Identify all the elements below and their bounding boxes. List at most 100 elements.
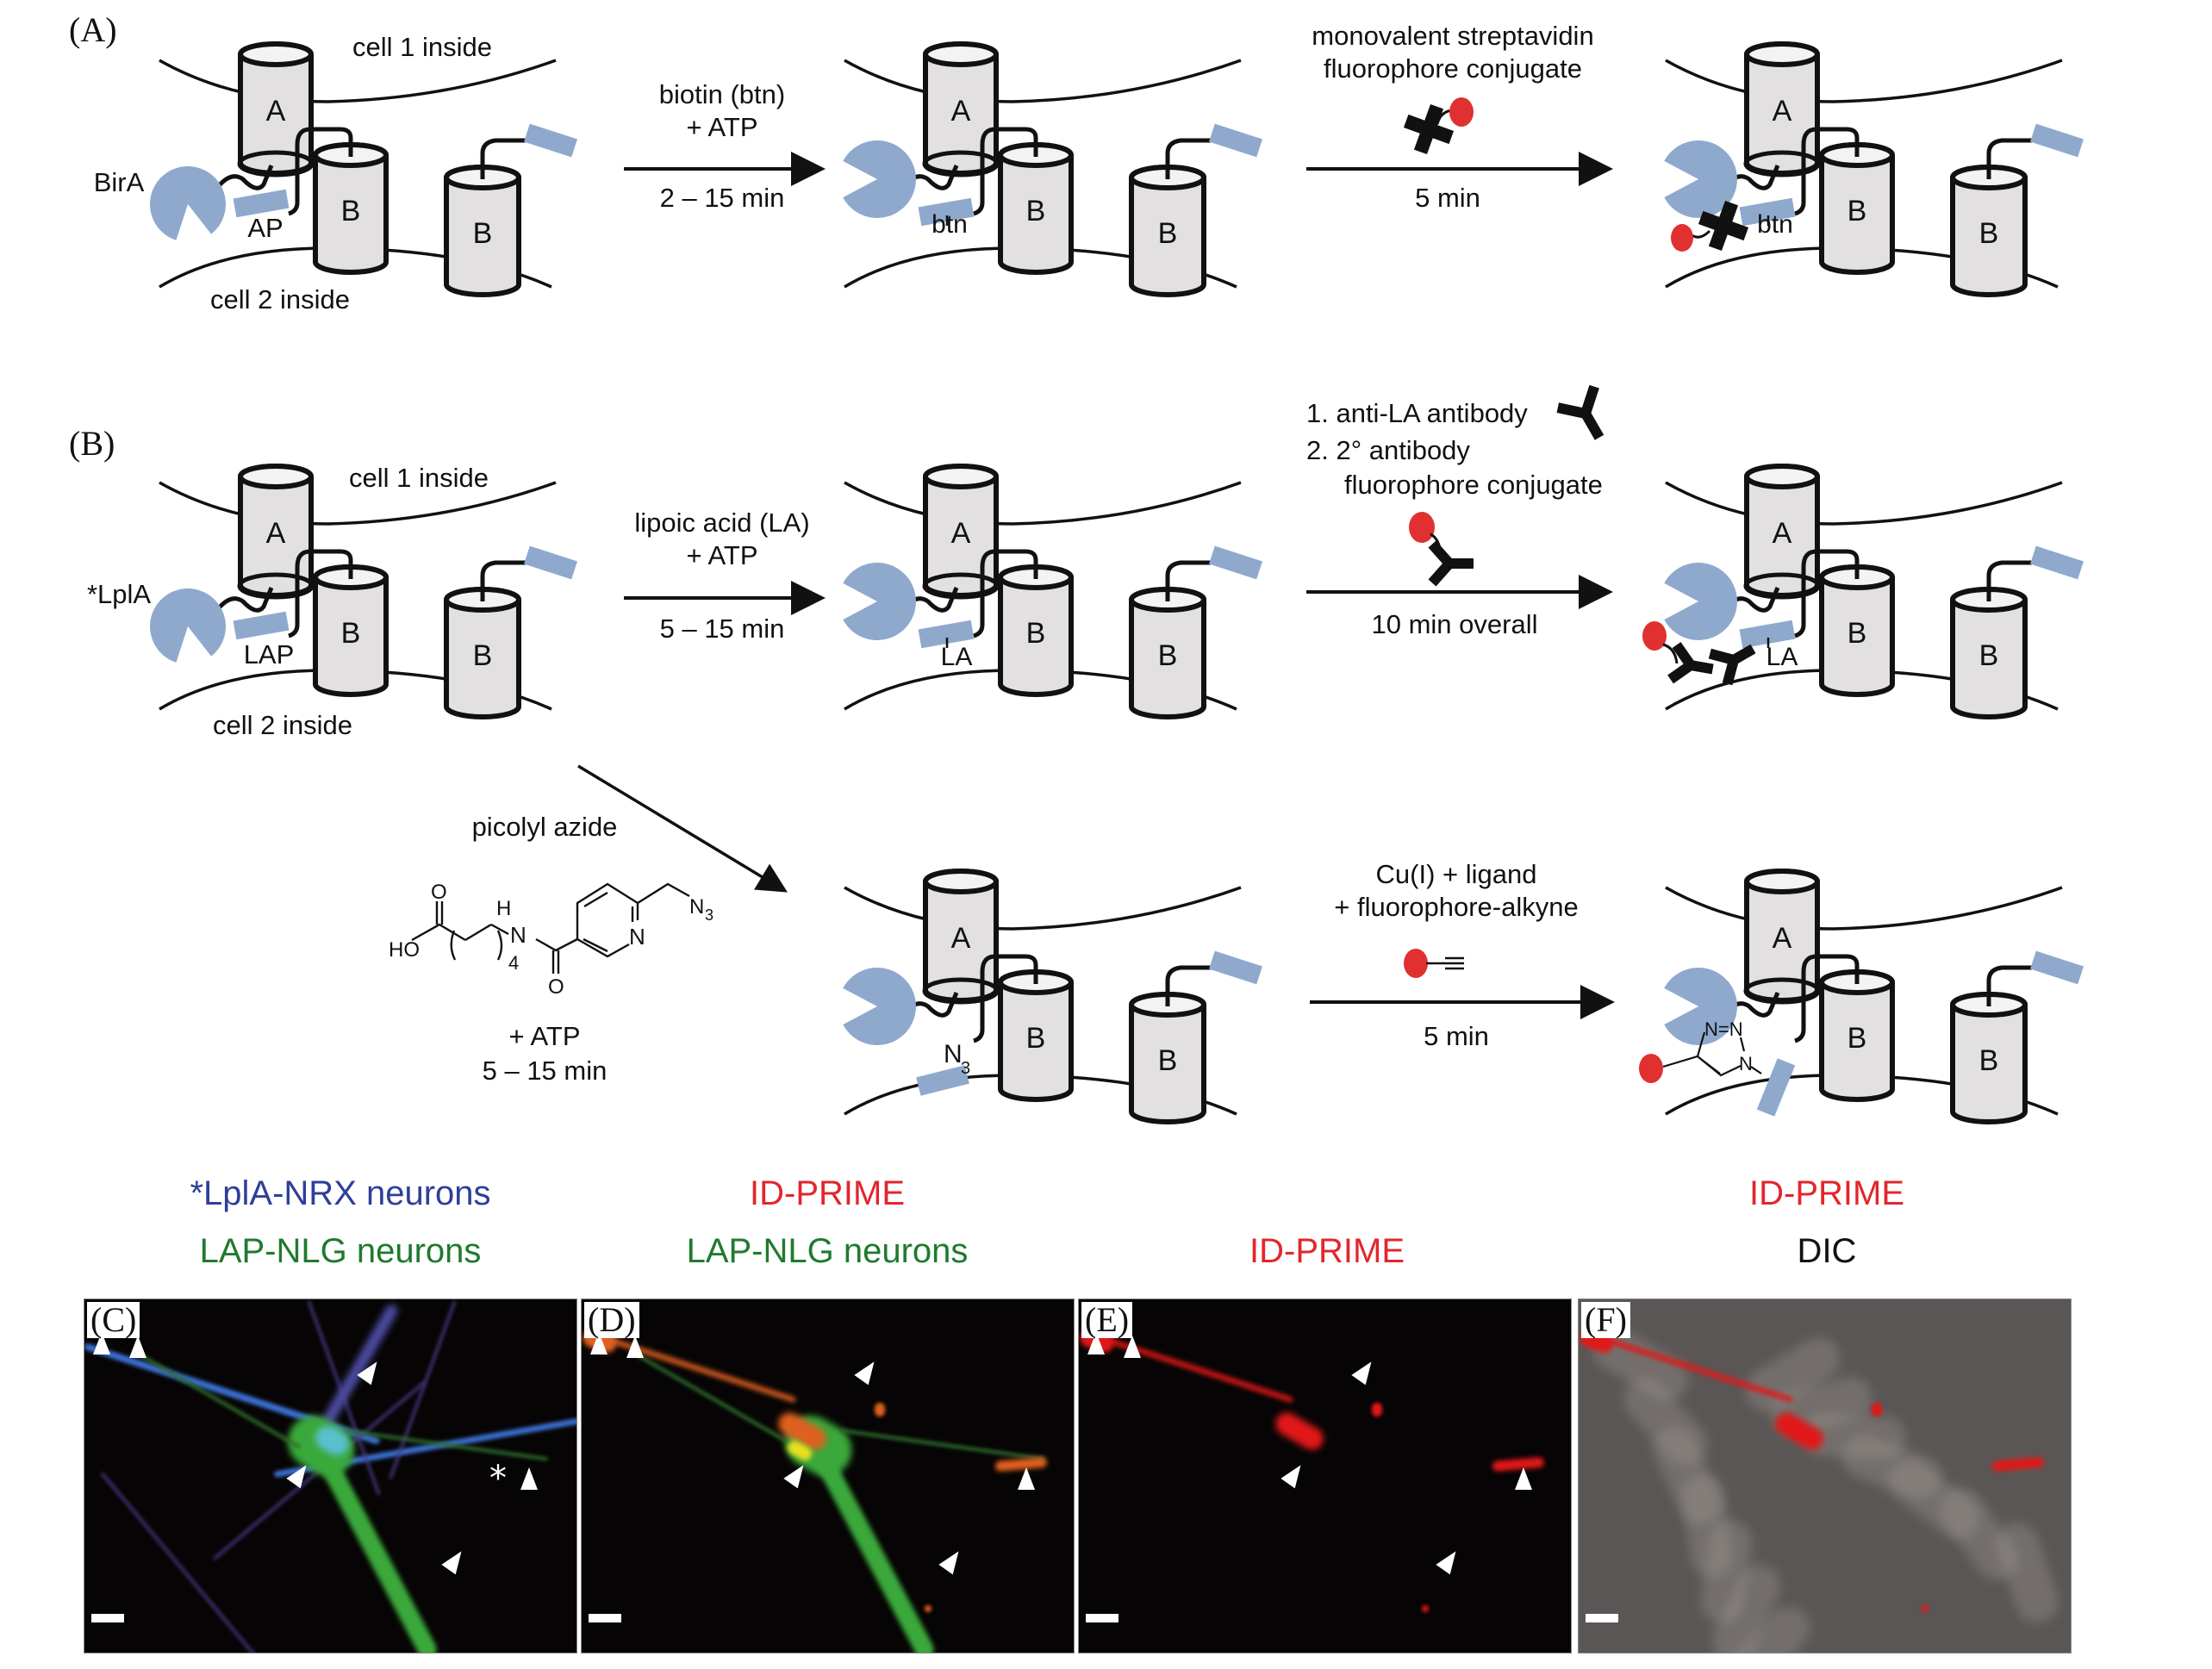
cylinder-b2: B [444, 587, 521, 719]
cylinder-b1: B [313, 564, 389, 697]
tag-modified [918, 620, 975, 649]
svg-text:N: N [510, 922, 527, 948]
cylinder-a-top [238, 41, 314, 67]
a-ring [922, 977, 1000, 1005]
scale-bar [1586, 1614, 1618, 1622]
cylinder-b1: B [998, 564, 1074, 697]
cylinder-b2-label: B [1158, 639, 1178, 672]
micrograph-tag: (C) [87, 1302, 140, 1338]
cylinder-b2-label: B [473, 217, 493, 250]
cylinder-a-top [1744, 464, 1820, 489]
b-alt-step2-time: 5 min [1424, 1021, 1489, 1051]
a-ring [922, 572, 1000, 600]
streptavidin-conjugate-icon [1403, 97, 1474, 155]
cylinder-b2: B [1129, 165, 1206, 297]
cylinder-b2-label: B [1158, 217, 1178, 250]
a-ring [1743, 150, 1821, 177]
a-tag-label: AP [247, 213, 283, 243]
cylinder-b2: B [1129, 587, 1206, 719]
a-ring [237, 150, 315, 177]
linker-b2 [1986, 138, 2032, 179]
panel-a-label: (A) [69, 10, 117, 49]
a-product-label: btn [932, 210, 968, 239]
cylinder-a-label: A [951, 517, 971, 550]
tag-b2 [1209, 123, 1262, 158]
b-step2-item2b: fluorophore conjugate [1344, 470, 1603, 500]
prime-signal [875, 1403, 885, 1417]
cylinder-a-top [238, 464, 314, 489]
asterisk-marker: * [489, 1459, 507, 1498]
tag-modified [918, 197, 975, 227]
cell1-membrane [1665, 886, 2063, 931]
b-final-product-label: LA [1766, 643, 1798, 671]
cylinder-b1: B [1819, 142, 1895, 275]
tag-azide [916, 1065, 969, 1096]
b-alt-step1-title: picolyl azide [472, 812, 618, 842]
svg-text:H: H [496, 897, 511, 920]
cylinder-b1: B [998, 142, 1074, 275]
scene-b5: ABB [1664, 869, 2084, 1124]
b-step2-item1: 1. anti-LA antibody [1306, 398, 1528, 428]
svg-text:N=N: N=N [1704, 1018, 1743, 1040]
a-ring [922, 150, 1000, 177]
cylinder-b2-label: B [1979, 1044, 1999, 1077]
scene-a2: A B B [843, 41, 1262, 297]
caption-1-line-0: ID-PRIME [750, 1174, 905, 1212]
cylinder-a-top [923, 869, 999, 894]
linker-b2 [1986, 965, 2032, 1006]
scale-bar [91, 1614, 124, 1622]
prime-signal [1991, 1456, 2045, 1472]
nrx-neurite [389, 1299, 457, 1479]
svg-text:4: 4 [508, 952, 519, 974]
svg-text:3: 3 [705, 906, 713, 924]
bound-streptavidin-icon [1671, 200, 1749, 252]
cell1-membrane [159, 59, 557, 103]
prime-signal [1872, 1403, 1882, 1417]
cylinder-a-label: A [1773, 95, 1792, 128]
cylinder-b2: B [444, 165, 521, 297]
b-step2-time: 10 min overall [1372, 609, 1538, 639]
micrograph-tag: (F) [1581, 1302, 1630, 1338]
arrowhead-marker-icon [854, 1356, 882, 1386]
cell1-membrane [159, 481, 557, 526]
cylinder-a-top [1744, 869, 1820, 894]
b-alt-step2-line2: + fluorophore-alkyne [1334, 892, 1578, 922]
secondary-antibody-conjugate-icon [1409, 512, 1474, 587]
enzyme-pacman [150, 166, 227, 240]
a-ring [1743, 572, 1821, 600]
cylinder-a-label: A [266, 517, 286, 550]
nlg-dendrite [799, 1424, 938, 1653]
cylinder-a-label: A [1773, 517, 1792, 550]
cylinder-b1-label: B [1026, 195, 1046, 227]
fluorophore-alkyne-icon [1404, 949, 1464, 978]
picolyl-azide-structure [411, 882, 690, 974]
cylinder-a-label: A [266, 95, 286, 128]
cell1-membrane [844, 886, 1242, 931]
tag-modified [1739, 620, 1796, 649]
cell1-membrane [844, 59, 1242, 103]
picolyl-azide-atoms: HO O H N 4 O N N 3 [389, 881, 713, 999]
b-tag-label: LAP [244, 639, 295, 669]
arrowhead-marker-icon [1018, 1467, 1035, 1490]
enzyme-pacman [1664, 968, 1737, 1045]
a-step2-line2: fluorophore conjugate [1324, 53, 1582, 84]
prime-signal [925, 1605, 932, 1612]
micrograph-tag: (E) [1081, 1302, 1133, 1338]
cylinder-b1-label: B [1026, 1022, 1046, 1055]
b-alt-step1-time: 5 – 15 min [483, 1056, 608, 1086]
b-alt-step1-atp: + ATP [509, 1021, 581, 1051]
cylinder-b1-label: B [341, 617, 361, 650]
cylinder-a-top [923, 41, 999, 67]
tag-modified [1739, 197, 1796, 227]
cylinder-a-label: A [951, 95, 971, 128]
tag-b2 [2030, 950, 2084, 985]
cylinder-b1: B [1819, 564, 1895, 697]
cylinder-b1-label: B [1847, 617, 1867, 650]
panel-b-label: (B) [69, 424, 115, 463]
scale-bar [1086, 1614, 1118, 1622]
scene-b2: ABB [843, 464, 1262, 719]
svg-text:N: N [629, 924, 645, 950]
svg-text:HO: HO [389, 938, 420, 962]
enzyme-pacman [1664, 563, 1737, 640]
nlg-neurite [839, 1429, 1045, 1461]
